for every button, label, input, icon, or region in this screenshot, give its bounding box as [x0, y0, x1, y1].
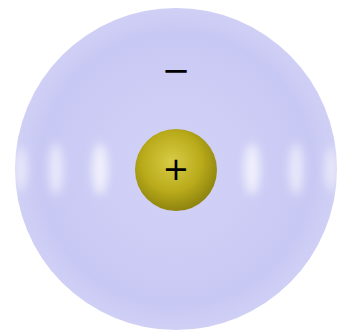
- cloud-disc: [15, 8, 337, 330]
- nucleus-sphere: [135, 129, 217, 211]
- cloud-highlight: [49, 143, 63, 195]
- cloud-highlight: [15, 147, 27, 191]
- charge-sign: −: [162, 52, 191, 89]
- cloud-highlight: [92, 143, 108, 195]
- cloud-highlight: [289, 143, 303, 195]
- cloud-highlight: [244, 143, 260, 195]
- electron-cloud: −+: [15, 8, 337, 330]
- nucleus: +: [135, 129, 217, 211]
- charge-sign: +: [163, 152, 190, 187]
- cloud-highlight: [325, 147, 337, 191]
